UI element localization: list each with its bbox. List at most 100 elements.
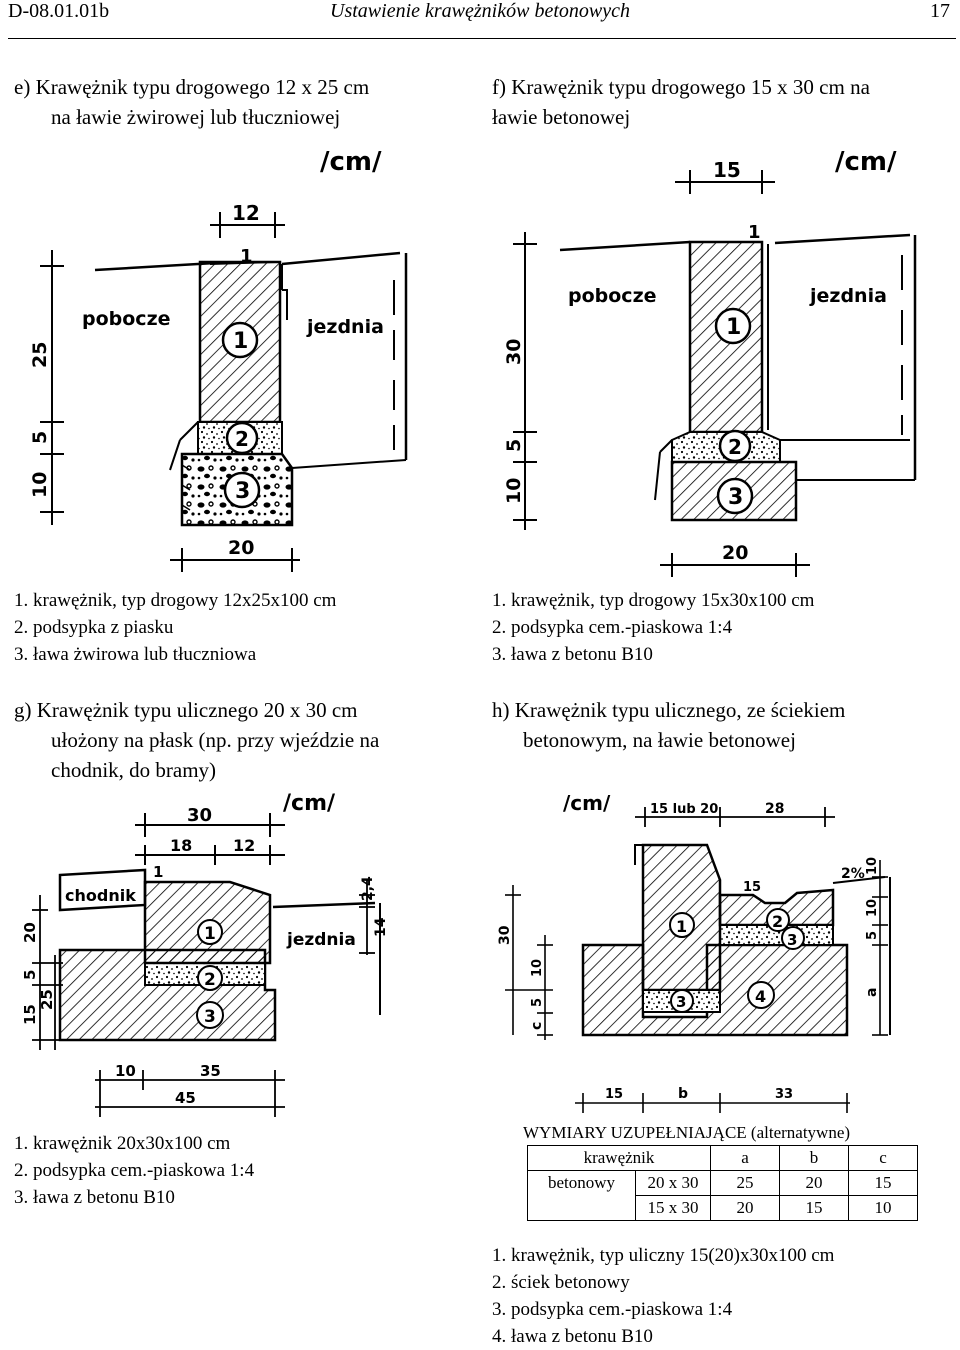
legend-item: 2. podsypka cem.-piaskowa 1:4 (492, 617, 733, 638)
section-f-title-line: ławie betonowej (492, 105, 631, 129)
legend-item: 1. krawężnik 20x30x100 cm (14, 1133, 231, 1154)
section-g-title-line: g) Krawężnik typu ulicznego 20 x 30 cm (14, 698, 358, 722)
dim-h2: 5 (503, 439, 525, 452)
section-f-title: f) Krawężnik typu drogowego 15 x 30 cm n… (492, 72, 870, 132)
legend-item: 2. podsypka z piasku (14, 617, 174, 638)
dim-l2: 5 (21, 970, 39, 980)
dim-h3: 10 (503, 478, 525, 504)
table-header-cell: krawężnik (527, 1145, 711, 1171)
dim-r2: 10 (865, 899, 880, 917)
dim-t2: 12 (233, 836, 255, 855)
legend-item: 2. ściek betonowy (492, 1272, 630, 1293)
legend-item: 3. podsypka cem.-piaskowa 1:4 (492, 1299, 733, 1320)
dim-b3: 33 (775, 1087, 793, 1102)
marker-1: 1 (233, 329, 248, 354)
section-e-title: e) Krawężnik typu drogowego 12 x 25 cm n… (14, 72, 369, 132)
label-chodnik: chodnik (65, 886, 136, 905)
legend-h: 1. krawężnik, typ uliczny 15(20)x30x100 … (492, 1242, 834, 1350)
legend-f: 1. krawężnik, typ drogowy 15x30x100 cm 2… (492, 587, 814, 668)
dim-l4: c (529, 1022, 545, 1030)
legend-g: 1. krawężnik 20x30x100 cm 2. podsypka ce… (14, 1130, 254, 1211)
label-jezdnia: jezdnia (306, 316, 384, 338)
table-cell: 20 x 30 (635, 1170, 711, 1196)
legend-item: 3. ława z betonu B10 (492, 644, 653, 665)
table-cell: 10 (848, 1195, 918, 1221)
dim-l2: 10 (530, 959, 545, 977)
marker-3: 3 (728, 485, 743, 510)
figure-h-cross-section: /cm/ 15 lub 20 28 2% 15 1 2 3 3 4 30 10 … (495, 785, 915, 1115)
table-cell: 20 (710, 1195, 780, 1221)
marker-4: 4 (755, 987, 766, 1006)
dim-l1: 30 (497, 925, 513, 945)
dim-h2: 5 (29, 431, 51, 444)
section-g-title-line: chodnik, do bramy) (51, 758, 217, 782)
table-header-row: krawężnik a b c (527, 1145, 918, 1171)
dim-t1: 15 lub 20 (650, 802, 718, 817)
unit-label: /cm/ (563, 791, 611, 815)
page-number: 17 (930, 0, 950, 22)
dim-l3: 15 (21, 1004, 39, 1025)
doc-title: Ustawienie krawężników betonowych (330, 0, 630, 22)
table-cell: 20 (779, 1170, 849, 1196)
label-pobocze: pobocze (82, 308, 171, 330)
table-caption: WYMIARY UZUPEŁNIAJĄCE (alternatywne) (523, 1123, 851, 1142)
dim-h1: 25 (29, 342, 51, 368)
marker-3: 3 (235, 479, 250, 504)
marker-2: 2 (235, 427, 249, 451)
dim-b2: b (678, 1086, 688, 1102)
label-jezdnia: jezdnia (809, 285, 887, 307)
marker-1: 1 (726, 315, 741, 340)
legend-item: 4. ława z betonu B10 (492, 1326, 653, 1347)
unit-label: /cm/ (835, 147, 897, 177)
dim-gap: 1 (748, 222, 761, 243)
dim-r1: 10 (865, 857, 880, 875)
unit-label: /cm/ (320, 147, 382, 177)
section-h-title: h) Krawężnik typu ulicznego, ze ściekiem… (492, 695, 845, 755)
dim-top: 30 (187, 805, 212, 826)
table-cell: 15 (779, 1195, 849, 1221)
dim-top: 15 (713, 158, 741, 182)
dim-slope: 2% (841, 866, 865, 882)
marker-1: 1 (204, 924, 216, 944)
table-row: betonowy 20 x 30 25 20 15 (527, 1170, 918, 1196)
label-pobocze: pobocze (568, 285, 657, 307)
legend-item: 2. podsypka cem.-piaskowa 1:4 (14, 1160, 255, 1181)
dim-b3: 45 (175, 1089, 196, 1107)
label-jezdnia: jezdnia (286, 930, 356, 950)
dim-r1: 2,4 (360, 876, 376, 901)
section-e-title-line: na ławie żwirowej lub tłuczniowej (51, 105, 341, 129)
marker-2: 2 (728, 435, 742, 459)
dim-h3: 10 (29, 472, 51, 498)
dim-r2: 14 (373, 917, 389, 937)
section-e-title-line: e) Krawężnik typu drogowego 12 x 25 cm (14, 75, 370, 99)
table-row: 15 x 30 20 15 10 (527, 1195, 918, 1221)
section-h-title-line: betonowym, na ławie betonowej (523, 728, 796, 752)
dim-l3: 5 (530, 998, 545, 1007)
dim-t1: 18 (170, 836, 192, 855)
dim-top: 12 (232, 201, 260, 225)
unit-label: /cm/ (283, 791, 336, 816)
marker-2: 2 (772, 912, 783, 931)
marker-3: 3 (787, 931, 797, 949)
legend-item: 1. krawężnik, typ uliczny 15(20)x30x100 … (492, 1245, 835, 1266)
marker-2: 2 (204, 970, 216, 990)
table-header-cell: a (710, 1145, 780, 1171)
figure-e-cross-section: /cm/ 12 1 1 2 3 pobocze jezdnia (20, 140, 420, 580)
dim-bottom: 20 (228, 537, 254, 559)
dim-t2: 28 (765, 801, 784, 817)
table-header-cell: b (779, 1145, 849, 1171)
dim-l1: 20 (21, 922, 39, 943)
dim-r3: 5 (865, 931, 880, 940)
dim-l4: 25 (38, 989, 56, 1010)
table-cell: 15 (848, 1170, 918, 1196)
dim-h1: 30 (503, 339, 525, 365)
section-g-title: g) Krawężnik typu ulicznego 20 x 30 cm u… (14, 695, 379, 785)
dim-b1: 15 (605, 1087, 623, 1102)
marker-1: 1 (676, 917, 687, 936)
table-header-cell: c (848, 1145, 918, 1171)
figure-g-cross-section: /cm/ 30 18 12 1 chodnik jezdnia 1 2 3 20… (15, 785, 415, 1120)
figure-f-cross-section: /cm/ 15 1 1 2 3 pobocze jezdnia 30 5 10 … (500, 140, 930, 580)
marker-3b: 3 (676, 993, 686, 1011)
dim-bottom: 20 (722, 542, 748, 564)
dim-15: 15 (743, 880, 761, 895)
